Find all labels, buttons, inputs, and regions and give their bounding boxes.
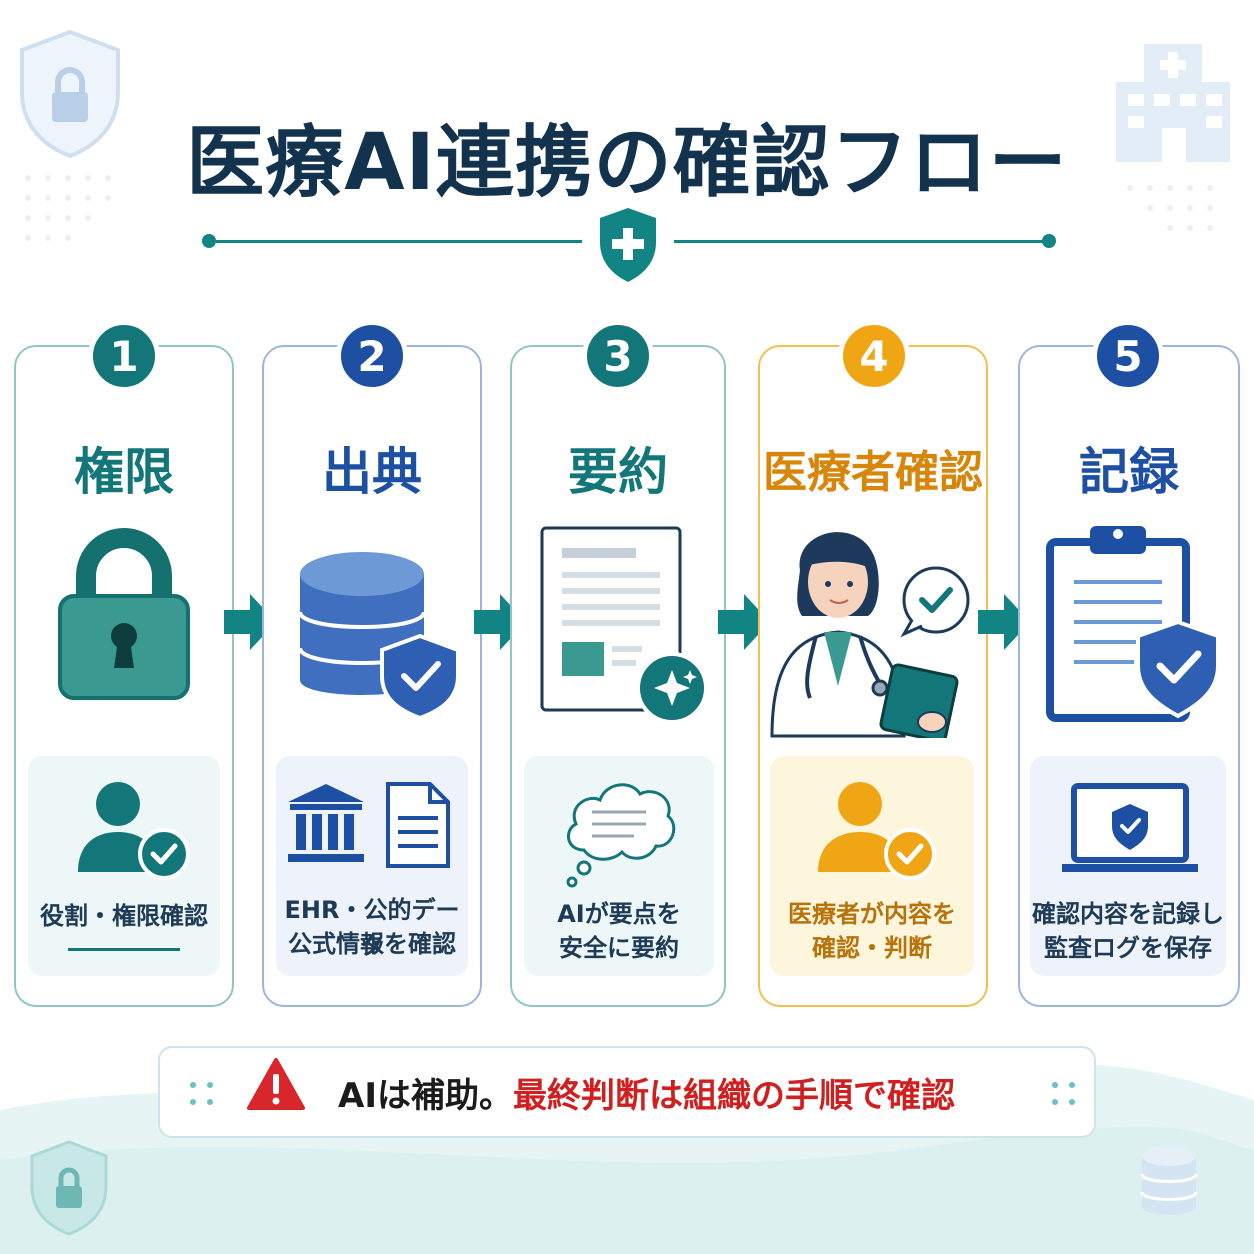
shield-lock-icon: [30, 1140, 108, 1236]
step-desc-line: 確認内容を記録し: [1032, 900, 1224, 928]
step-desc-line: AIが要点を: [557, 900, 681, 928]
divider-dot: [202, 234, 216, 248]
step-title: 記録: [1079, 443, 1179, 501]
arrow-right-icon: [718, 594, 770, 650]
step-desc-line: 役割・権限確認: [40, 902, 208, 930]
step-desc-line: 公式情報を確認: [288, 930, 456, 958]
step-desc-line: EHR・公的データ: [284, 896, 460, 960]
dot-pattern: [1127, 185, 1213, 231]
divider-dot: [1042, 234, 1056, 248]
shield-lock-icon: [20, 29, 120, 159]
banner-dark-text: AIは補助。: [338, 1076, 513, 1116]
laptop-shield-icon: [1062, 783, 1198, 872]
banner-message: AIは補助。最終判断は組織の手順で確認: [338, 1068, 955, 1117]
step-title: 要約: [568, 443, 668, 501]
step-number-badge: 4: [838, 320, 910, 392]
desc-underline: [68, 948, 180, 951]
step-number-badge: 1: [88, 320, 160, 392]
document-sparkle-icon: [540, 526, 708, 720]
dot-pattern: [25, 175, 111, 241]
page-title: 医療AI連携の確認フロー: [186, 118, 1068, 208]
step-number-badge: 2: [336, 320, 408, 392]
step-desc-line: 医療者が内容を: [788, 900, 956, 928]
arrow-right-icon: [978, 594, 1030, 650]
footer-banner: [158, 1046, 1096, 1138]
dot-pattern: [1052, 1082, 1075, 1105]
user-check-icon: [78, 782, 190, 880]
divider-line: [674, 240, 1044, 243]
thought-bubble-icon: [566, 783, 676, 888]
divider-line: [216, 240, 582, 243]
warning-icon: [247, 1058, 305, 1110]
padlock-icon: [58, 528, 190, 700]
bank-document-icon: [288, 782, 450, 868]
clipboard-shield-icon: [1046, 526, 1220, 722]
shield-cross-icon: [600, 208, 656, 282]
step-title: 権限: [74, 443, 174, 501]
step-number-badge: 5: [1092, 320, 1164, 392]
step-number-badge: 3: [582, 320, 654, 392]
step-desc-line: 安全に要約: [559, 934, 679, 962]
dot-pattern: [190, 1082, 213, 1105]
database-icon: [1140, 1146, 1198, 1215]
hospital-icon: [1116, 44, 1230, 162]
doctor-clipboard-icon: [770, 532, 970, 738]
user-check-icon: [818, 782, 936, 880]
step-title: 医療者確認: [763, 447, 983, 498]
step-desc-line: 監査ログを保存: [1044, 934, 1212, 962]
banner-red-text: 最終判断は組織の手順で確認: [512, 1076, 955, 1116]
step-desc-line: 確認・判断: [812, 934, 932, 962]
database-shield-icon: [298, 552, 460, 720]
step-title: 出典: [322, 443, 422, 501]
